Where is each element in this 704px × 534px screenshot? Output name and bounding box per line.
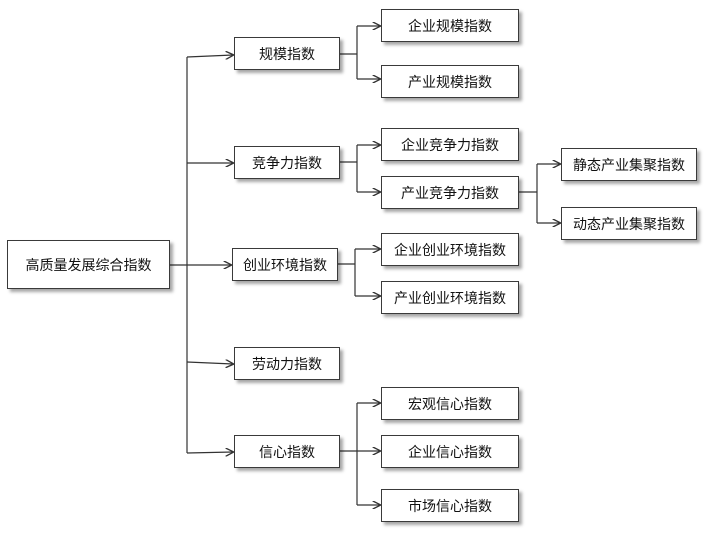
node-label: 企业竞争力指数 [401, 137, 499, 154]
node-macro-confidence-index: 宏观信心指数 [381, 387, 519, 420]
node-industry-competitiveness-index: 产业竞争力指数 [381, 176, 519, 209]
root-node-high-quality-index: 高质量发展综合指数 [7, 240, 170, 289]
node-enterprise-entrepreneurship-index: 企业创业环境指数 [381, 233, 519, 266]
node-competitiveness-index: 竞争力指数 [234, 146, 340, 179]
node-enterprise-scale-index: 企业规模指数 [381, 9, 519, 42]
node-label: 产业竞争力指数 [401, 185, 499, 202]
node-label: 竞争力指数 [252, 155, 322, 172]
edge-root-labor [186, 362, 233, 364]
node-scale-index: 规模指数 [234, 37, 340, 70]
node-static-cluster-index: 静态产业集聚指数 [561, 148, 697, 181]
node-label: 静态产业集聚指数 [573, 157, 685, 174]
node-label: 宏观信心指数 [408, 396, 492, 413]
node-market-confidence-index: 市场信心指数 [381, 489, 519, 522]
node-label: 信心指数 [259, 444, 315, 461]
node-label: 规模指数 [259, 46, 315, 63]
node-enterprise-confidence-index: 企业信心指数 [381, 435, 519, 468]
node-enterprise-competitiveness-index: 企业竞争力指数 [381, 128, 519, 161]
node-industry-scale-index: 产业规模指数 [381, 65, 519, 98]
node-industry-entrepreneurship-index: 产业创业环境指数 [381, 281, 519, 314]
node-label: 产业创业环境指数 [394, 290, 506, 307]
edge-root-conf [186, 452, 233, 453]
node-label: 企业信心指数 [408, 444, 492, 461]
node-label: 动态产业集聚指数 [573, 216, 685, 233]
node-label: 创业环境指数 [243, 257, 327, 274]
node-label: 市场信心指数 [408, 498, 492, 515]
root-node-label: 高质量发展综合指数 [25, 257, 152, 274]
node-label: 企业规模指数 [408, 18, 492, 35]
node-dynamic-cluster-index: 动态产业集聚指数 [561, 207, 697, 240]
node-label: 产业规模指数 [408, 74, 492, 91]
edge-root-scale [186, 55, 233, 57]
node-entrepreneurship-index: 创业环境指数 [232, 248, 338, 281]
node-labor-index: 劳动力指数 [234, 347, 340, 380]
node-label: 劳动力指数 [252, 356, 322, 373]
node-confidence-index: 信心指数 [234, 435, 340, 468]
node-label: 企业创业环境指数 [394, 242, 506, 259]
